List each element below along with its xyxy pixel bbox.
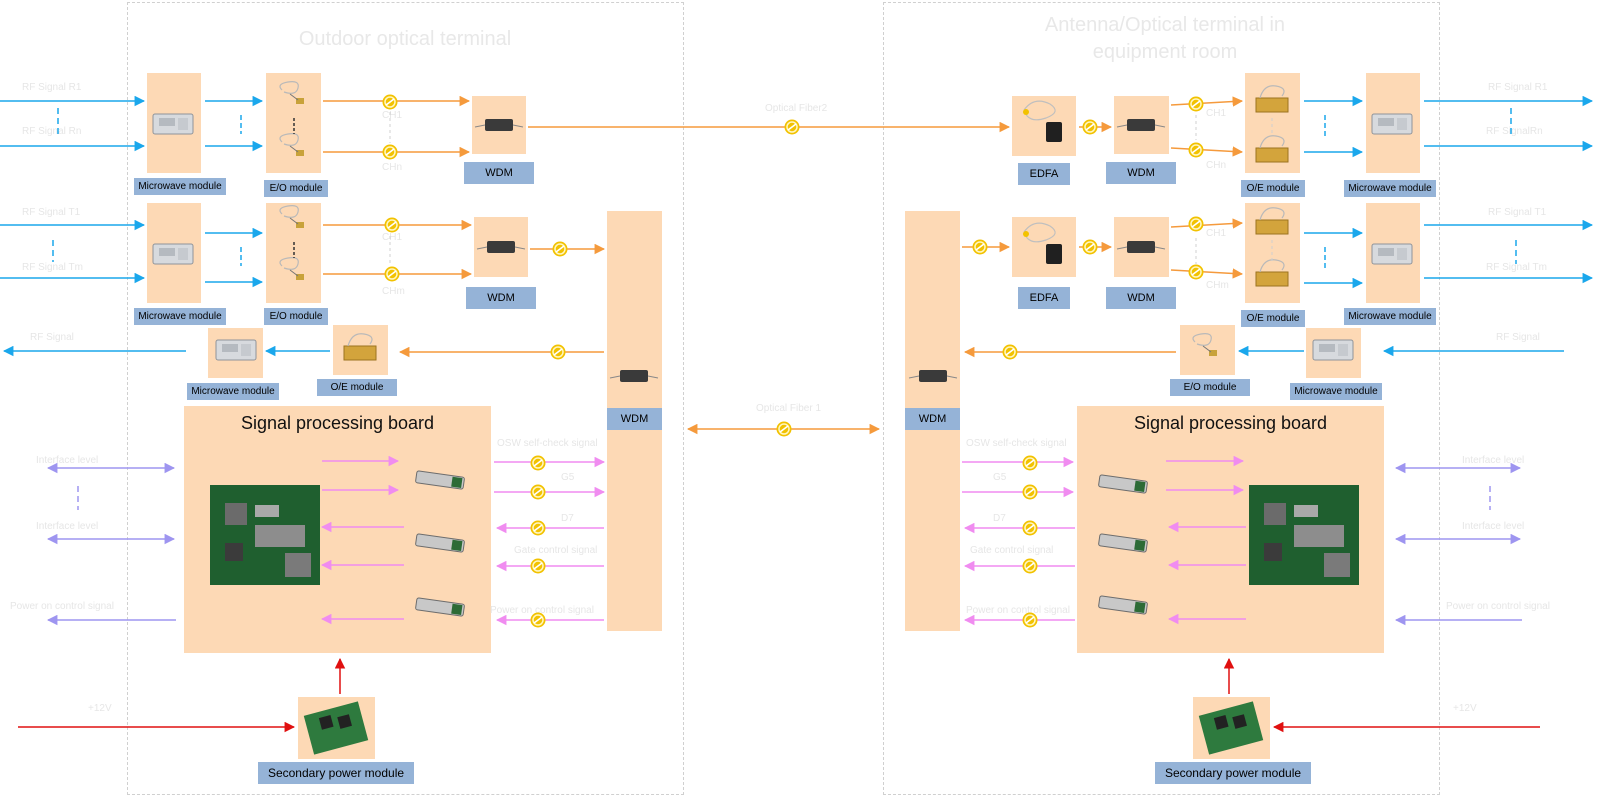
label-rf-tm-right: RF Signal Tm <box>1486 262 1547 273</box>
label-rf-signal-right: RF Signal <box>1496 332 1540 343</box>
label-12v-right: +12V <box>1453 703 1477 714</box>
label-power-on-left: Power on control signal <box>10 601 114 612</box>
left-wdm-label-2: WDM <box>466 287 536 309</box>
left-microwave-label-1: Microwave module <box>134 178 226 195</box>
label-osw-right: OSW self-check signal <box>966 438 1067 449</box>
right-oe-label-2: O/E module <box>1241 310 1305 327</box>
label-optical-fiber2: Optical Fiber2 <box>765 103 828 114</box>
right-wdm-tall-label: WDM <box>905 408 960 430</box>
label-chn-r1: CHn <box>1206 160 1227 171</box>
right-microwave-label-3: Microwave module <box>1290 383 1382 400</box>
left-eo-label-1: E/O module <box>264 180 328 197</box>
right-panel-title-line2: equipment room <box>1092 41 1238 63</box>
right-edfa-box-1 <box>1012 96 1076 156</box>
label-interface-level-right-1: Interface level <box>1462 455 1525 466</box>
right-power-label: Secondary power module <box>1155 762 1311 784</box>
left-wdm-tall-label: WDM <box>607 408 662 430</box>
label-rf-signal-left: RF Signal <box>30 332 74 343</box>
left-spb-title: Signal processing board <box>240 413 435 433</box>
left-eo-label-2: E/O module <box>264 308 328 325</box>
right-panel-title-line1: Antenna/Optical terminal in <box>1044 14 1286 36</box>
label-d7-right: D7 <box>993 513 1006 524</box>
label-interface-level-left-1: Interface level <box>36 455 99 466</box>
right-edfa-box-2 <box>1012 217 1076 277</box>
right-microwave-label-2: Microwave module <box>1344 308 1436 325</box>
label-rf-t1-right: RF Signal T1 <box>1488 207 1547 218</box>
label-ch1-r1: CH1 <box>1206 108 1227 119</box>
right-microwave-label-1: Microwave module <box>1344 180 1436 197</box>
right-eo-label: E/O module <box>1170 379 1250 396</box>
left-panel-title: Outdoor optical terminal <box>298 28 512 50</box>
right-edfa-label-2: EDFA <box>1018 287 1070 309</box>
right-edfa-label-1: EDFA <box>1018 163 1070 185</box>
right-panel-frame <box>883 2 1440 795</box>
label-d7-left: D7 <box>561 513 574 524</box>
left-microwave-label-2: Microwave module <box>134 308 226 325</box>
label-rf-rn-right: RF SignalRn <box>1486 126 1543 137</box>
right-wdm-label-1: WDM <box>1106 162 1176 184</box>
label-gate-left: Gate control signal <box>514 545 598 556</box>
left-microwave-label-3: Microwave module <box>187 383 279 400</box>
label-g5-right: G5 <box>993 472 1007 483</box>
label-ch1-l2: CH1 <box>382 232 403 243</box>
label-chm-l2: CHm <box>382 286 405 297</box>
right-wdm-label-2: WDM <box>1106 287 1176 309</box>
label-g5-left: G5 <box>561 472 575 483</box>
label-ch1-r2: CH1 <box>1206 228 1227 239</box>
left-wdm-label-1: WDM <box>464 162 534 184</box>
label-rf-t1-left: RF Signal T1 <box>22 207 81 218</box>
label-gate-right: Gate control signal <box>970 545 1054 556</box>
label-osw-left: OSW self-check signal <box>497 438 598 449</box>
right-spb-title: Signal processing board <box>1133 413 1328 433</box>
label-chn-l1: CHn <box>382 162 403 173</box>
label-interface-level-left-2: Interface level <box>36 521 99 532</box>
label-optical-fiber1: Optical Fiber 1 <box>756 403 822 414</box>
right-oe-label-1: O/E module <box>1241 180 1305 197</box>
left-panel-frame <box>127 2 684 795</box>
label-interface-level-right-2: Interface level <box>1462 521 1525 532</box>
label-rf-r1-left: RF Signal R1 <box>22 82 82 93</box>
label-ch1-l1: CH1 <box>382 110 403 121</box>
label-rf-tm-left: RF Signal Tm <box>22 262 83 273</box>
label-12v-left: +12V <box>88 703 112 714</box>
label-poweron-right-wdm: Power on control signal <box>966 605 1070 616</box>
label-power-on-right: Power on control signal <box>1446 601 1550 612</box>
label-poweron-left-wdm: Power on control signal <box>490 605 594 616</box>
left-oe-label: O/E module <box>317 379 397 396</box>
left-power-label: Secondary power module <box>258 762 414 784</box>
label-rf-r1-right: RF Signal R1 <box>1488 82 1548 93</box>
label-rf-rn-left: RF Signal Rn <box>22 126 82 137</box>
label-chm-r2: CHm <box>1206 280 1229 291</box>
